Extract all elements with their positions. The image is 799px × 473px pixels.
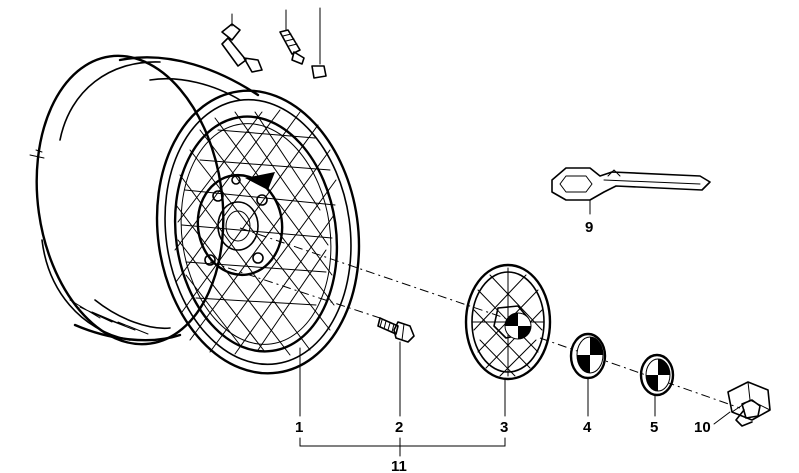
emblem-badge-small-icon: [639, 353, 675, 397]
valve-stem-icon: [221, 7, 327, 79]
callout-3: 3: [500, 419, 508, 436]
wheel-nut-icon: [727, 381, 771, 427]
emblem-badge-icon: [569, 332, 607, 380]
callout-10: 10: [694, 419, 711, 436]
callout-11: 11: [391, 458, 407, 473]
leader-lines: [299, 199, 731, 457]
callout-4: 4: [583, 419, 592, 436]
wrench-tool-icon: [551, 167, 711, 201]
wheel-bolt-icon: [377, 317, 415, 343]
callout-5: 5: [650, 419, 658, 436]
callout-2: 2: [395, 419, 403, 436]
wheel-rim-icon: [29, 54, 361, 375]
hub-cap-icon: [464, 263, 552, 381]
callout-9: 9: [585, 219, 593, 236]
callout-1: 1: [295, 419, 303, 436]
